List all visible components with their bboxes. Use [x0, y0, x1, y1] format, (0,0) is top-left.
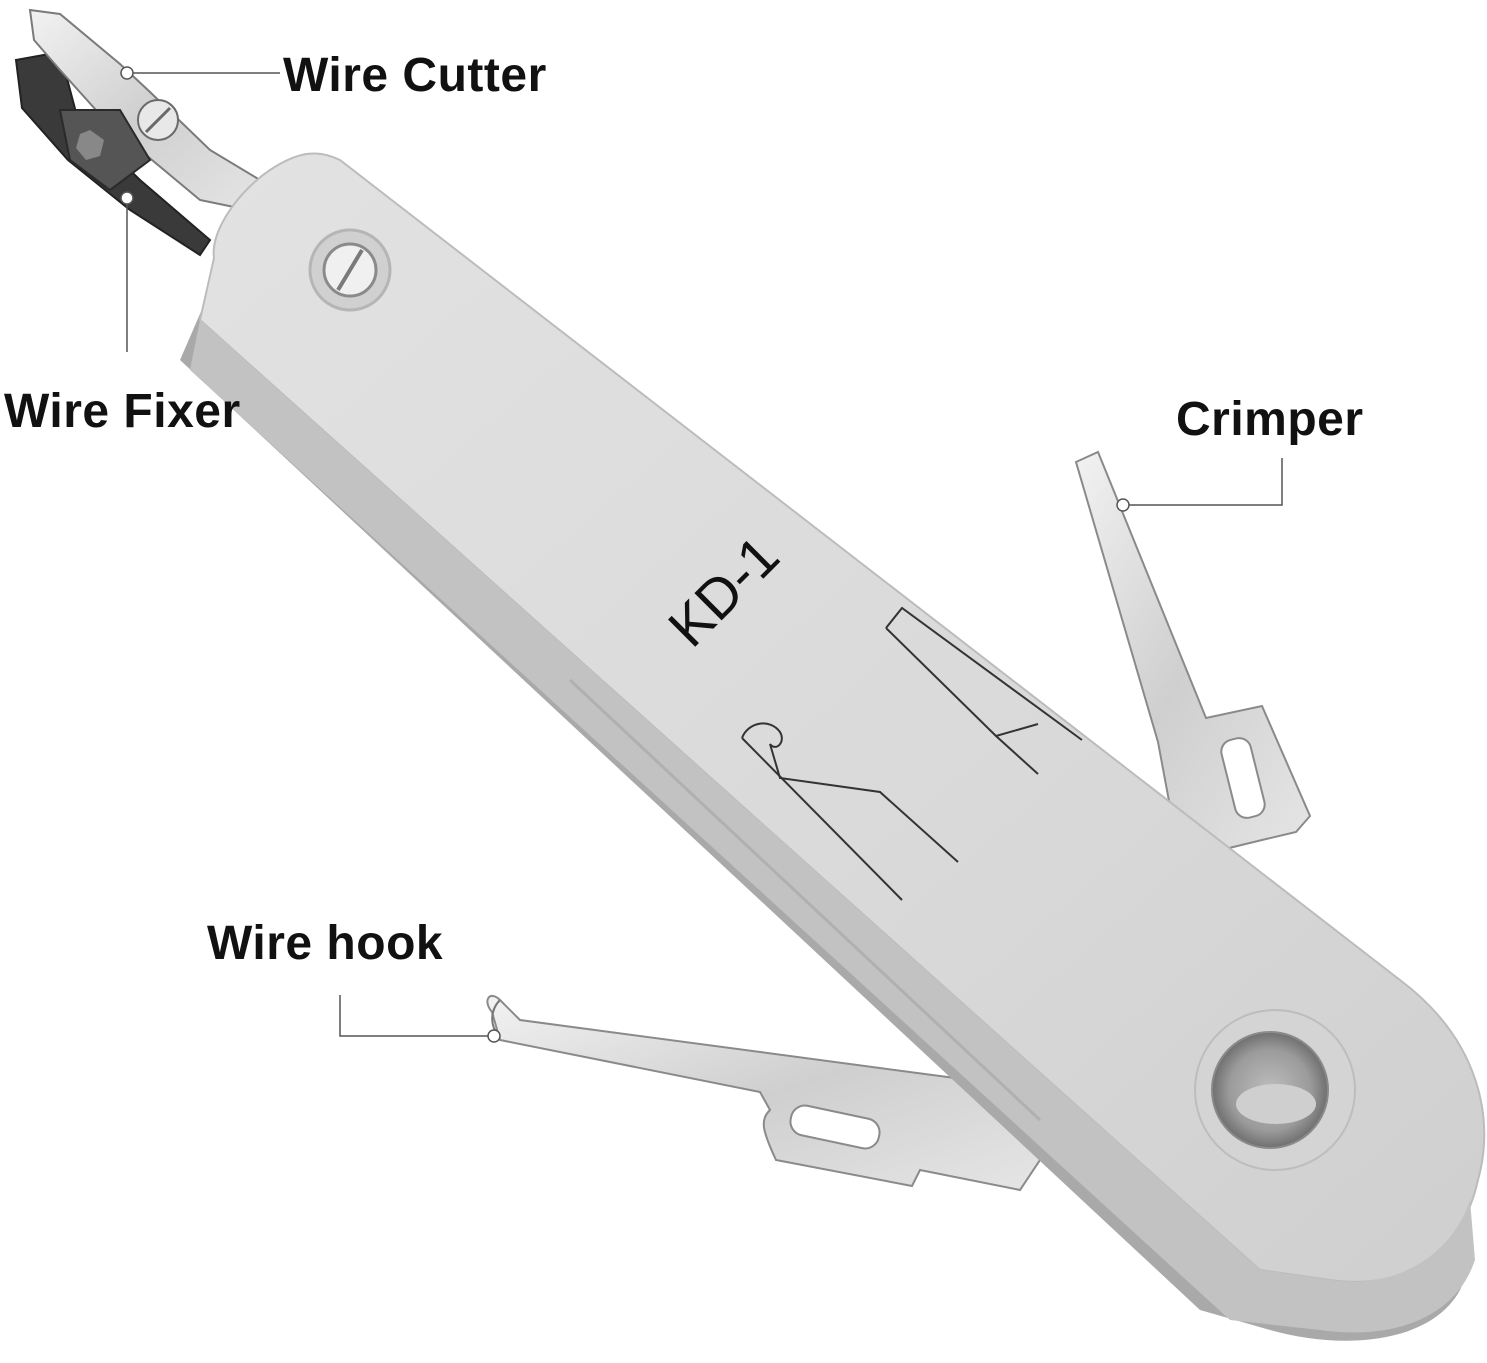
hanging-hole-icon — [1194, 1009, 1356, 1171]
anchor-crimper-icon — [1116, 498, 1130, 512]
wire-cutter-label: Wire Cutter — [283, 49, 547, 102]
wire-fixer-label: Wire Fixer — [4, 385, 241, 438]
wire-hook-label: Wire hook — [207, 917, 444, 970]
anchor-wire-cutter-icon — [120, 66, 134, 80]
anchor-wire-fixer-icon — [120, 191, 134, 205]
hook-outline-icon — [741, 722, 959, 901]
top-screw-icon — [308, 228, 392, 312]
leader-crimper — [1123, 458, 1283, 506]
leader-lines — [120, 66, 1283, 1043]
anchor-wire-hook-icon — [487, 1029, 501, 1043]
blade-outline-icon — [885, 606, 1083, 775]
leader-wire-hook — [339, 995, 494, 1037]
crimper-label: Crimper — [1176, 393, 1364, 446]
